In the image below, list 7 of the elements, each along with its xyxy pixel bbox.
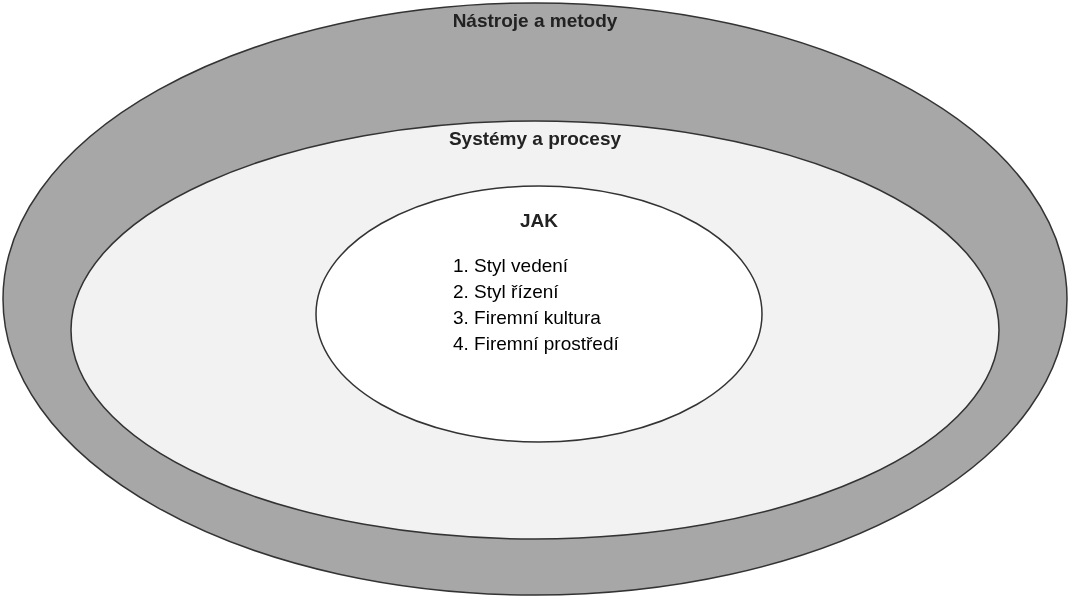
list-item: 1. Styl vedení — [453, 255, 569, 277]
list-item: 4. Firemní prostředí — [453, 333, 619, 355]
heading: Systémy a procesy — [448, 128, 622, 150]
heading: JAK — [520, 210, 558, 232]
heading: Nástroje a metody — [452, 10, 618, 32]
list-item: 3. Firemní kultura — [453, 307, 601, 329]
list-item: 2. Styl řízení — [453, 281, 559, 303]
